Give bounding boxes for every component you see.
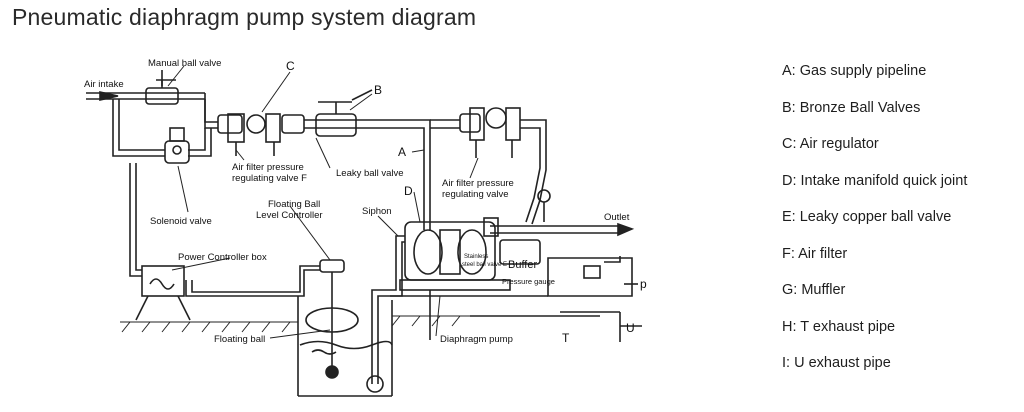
legend-item-d: D: Intake manifold quick joint (782, 172, 968, 189)
siphon-label: Siphon (362, 206, 392, 217)
air-filter-left-label-1: Air filter pressure (232, 162, 304, 173)
solenoid-valve-label: Solenoid valve (150, 216, 212, 227)
stainless-valve-label-2: steel ball valve E (462, 262, 507, 268)
legend-item-h: H: T exhaust pipe (782, 318, 896, 335)
buffer-label: Buffer (508, 259, 537, 271)
floating-ball-level-label-1: Floating Ball (268, 199, 320, 210)
a-marker-label: A (398, 145, 406, 159)
power-controller-box (135, 265, 191, 321)
stainless-valve-label-1: Stainless (464, 254, 488, 260)
legend-item-c: C: Air regulator (782, 136, 879, 152)
pressure-gauge-label: Pressure gauge (502, 277, 555, 286)
air-filter-regulator-left (217, 113, 305, 156)
legend-item-a: A: Gas supply pipeline (782, 63, 927, 79)
gas-supply-pipeline (380, 119, 460, 230)
solenoid-cable (129, 163, 142, 277)
air-filter-left-label-2: regulating valve F (232, 173, 307, 184)
b-marker-label: B (374, 83, 382, 97)
leader-lines (167, 65, 479, 339)
outlet-label: Outlet (604, 212, 630, 223)
legend-item-i: I: U exhaust pipe (782, 355, 891, 371)
d-marker-label: D (404, 184, 413, 198)
diaphragm-pump-label: Diaphragm pump (440, 334, 513, 345)
u-marker-label: U (626, 321, 635, 335)
floating-ball-level-controller (185, 259, 359, 379)
floating-ball-level-label-2: Level Controller (256, 210, 323, 221)
exhaust-tank (547, 256, 638, 297)
supply-loop-pipe (112, 93, 218, 157)
air-filter-right-label-2: regulating valve (442, 189, 509, 200)
bronze-ball-valve (304, 89, 380, 137)
legend-item-b: B: Bronze Ball Valves (782, 99, 921, 116)
pump-system-diagram: Manual ball valve Air intake C B A D Air… (84, 58, 647, 397)
manual-ball-valve-label: Manual ball valve (148, 58, 221, 69)
legend-item-g: G: Muffler (782, 282, 846, 298)
air-intake-label: Air intake (84, 79, 124, 90)
solenoid-valve (164, 127, 190, 164)
diaphragm-pump (399, 221, 511, 340)
ground-hatching (120, 315, 470, 333)
buffer (483, 217, 541, 265)
p-marker-label: p (640, 277, 647, 291)
siphon-pipe (366, 235, 405, 393)
outlet-pipe (490, 189, 635, 237)
floor-base (390, 295, 642, 342)
solenoid-cable-2 (135, 163, 142, 271)
air-filter-right-label-1: Air filter pressure (442, 178, 514, 189)
diagram-title: Pneumatic diaphragm pump system diagram (12, 4, 477, 30)
floating-ball-label: Floating ball (214, 334, 265, 345)
legend-item-e: E: Leaky copper ball valve (782, 209, 952, 225)
c-marker-label: C (286, 59, 295, 73)
leaky-ball-valve-label: Leaky ball valve (336, 168, 404, 179)
power-controller-box-label: Power Controller box (178, 252, 267, 263)
t-marker-label: T (562, 331, 570, 345)
air-filter-regulator-right (459, 107, 547, 225)
legend-item-f: F: Air filter (782, 245, 848, 262)
legend: A: Gas supply pipeline B: Bronze Ball Va… (782, 62, 967, 391)
